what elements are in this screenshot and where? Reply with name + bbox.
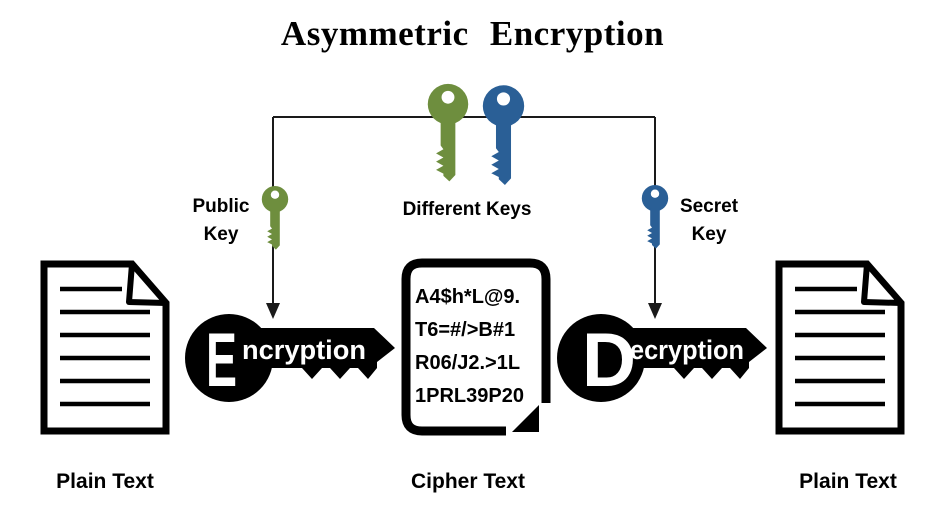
secret-key-label-line2: Key [691, 224, 727, 245]
cipher-text-line: 1PRL39P20 [415, 385, 524, 407]
public-key-icon [261, 186, 289, 250]
cipher-text-line: A4$h*L@9. [415, 286, 521, 308]
plain-text-document-right-icon [775, 260, 905, 435]
right-down-arrow-icon [648, 303, 662, 319]
cipher-note-fold-icon [512, 405, 539, 432]
decryption-initial-letter: D [582, 318, 636, 403]
cipher-note-icon [401, 258, 551, 436]
different-keys-blue-key-icon [482, 85, 525, 185]
public-key-label-line1: Public [192, 196, 250, 217]
cipher-text-line: T6=#/>B#1 [415, 319, 516, 341]
left-down-arrow-icon [266, 303, 280, 319]
cipher-note-border [401, 258, 551, 436]
secret-key-icon [641, 185, 669, 249]
cipher-text-block: A4$h*L@9. T6=#/>B#1 R06/J2.>1L 1PRL39P20 [415, 281, 545, 413]
decryption-key-icon: D ecryption [557, 314, 767, 403]
secret-key-label-line1: Secret [679, 196, 739, 217]
secret-key-label: Secret Key [656, 193, 762, 249]
cipher-text-caption: Cipher Text [411, 470, 525, 493]
public-key-label: Public Key [168, 193, 274, 249]
plain-text-caption-right: Plain Text [799, 470, 897, 493]
plain-text-document-left-icon [40, 260, 170, 435]
cipher-text-line: R06/J2.>1L [415, 352, 521, 374]
page-title: Asymmetric Encryption [280, 14, 665, 53]
different-keys-green-key-icon [427, 83, 469, 182]
different-keys-label: Different Keys [402, 199, 532, 220]
encryption-initial-letter: E [206, 318, 237, 403]
decryption-label: ecryption [630, 335, 744, 365]
document-folded-corner-icon [861, 261, 904, 306]
encryption-key-icon: E ncryption [185, 314, 395, 403]
plain-text-caption-left: Plain Text [56, 470, 154, 493]
document-folded-corner-icon [126, 261, 169, 306]
encryption-label: ncryption [242, 335, 366, 365]
public-key-label-line2: Key [203, 224, 239, 245]
